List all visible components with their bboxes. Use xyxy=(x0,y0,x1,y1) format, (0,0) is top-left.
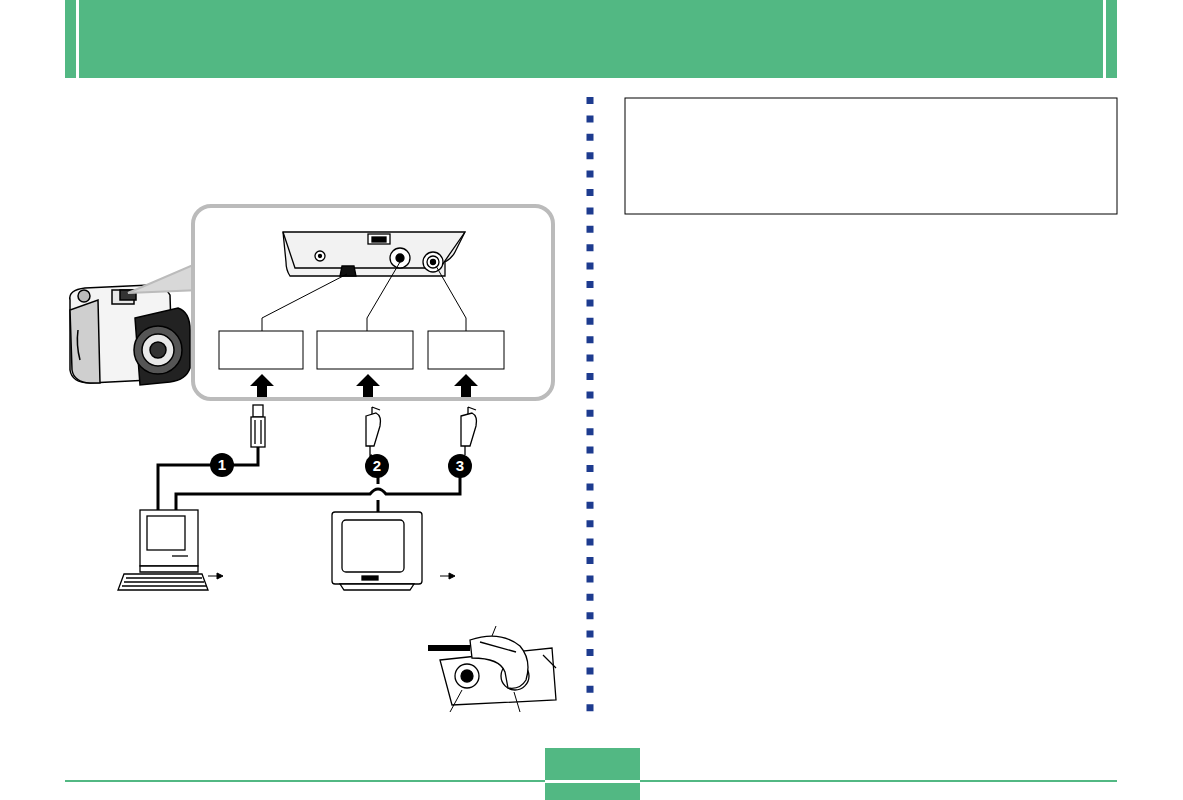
computer-illustration-part xyxy=(140,510,198,566)
port-plate-part xyxy=(427,256,439,268)
cable-plugs-part xyxy=(253,405,263,417)
jack-closeup-part xyxy=(543,655,556,668)
cable-plugs-part xyxy=(251,417,265,447)
port-plate-part xyxy=(315,251,325,261)
callout-circles-part xyxy=(210,453,234,477)
zoom-pointer xyxy=(128,262,200,293)
cables-part xyxy=(377,500,380,512)
camera-illustration-part xyxy=(134,326,182,374)
tv-illustration-part xyxy=(342,520,404,572)
computer-illustration-part xyxy=(172,555,188,556)
port-plate-part xyxy=(372,237,386,242)
page-ref-arrows-part xyxy=(217,573,223,579)
footer xyxy=(65,748,1117,800)
port-plate-part xyxy=(340,266,356,276)
cable-plugs-part xyxy=(461,413,477,446)
camera-illustration-part xyxy=(77,330,80,360)
jack-closeup-part xyxy=(461,670,473,682)
callout-circles-part xyxy=(365,454,389,478)
closeup-leader-lines-part xyxy=(450,690,462,712)
jack-closeup xyxy=(428,636,556,705)
camera-illustration-part xyxy=(142,334,174,366)
port-plate-part xyxy=(368,234,390,244)
port-boxes-part xyxy=(428,331,504,369)
cables-part xyxy=(158,447,258,512)
cables xyxy=(158,447,460,512)
port-boxes-part xyxy=(317,331,413,369)
zoom-panel xyxy=(193,206,553,399)
computer-illustration-part xyxy=(118,574,208,590)
tv-illustration-part xyxy=(340,584,414,590)
header-bar-part xyxy=(76,0,79,78)
camera-illustration xyxy=(70,285,190,385)
port-leader-lines-part xyxy=(436,266,466,331)
port-plate-part xyxy=(319,255,322,258)
cables-part xyxy=(176,455,460,512)
cable-plugs xyxy=(251,405,477,455)
header-bar-part xyxy=(1103,0,1106,78)
cable-plugs-part xyxy=(260,420,261,444)
footer-part xyxy=(545,780,640,783)
port-plate-part xyxy=(431,260,436,265)
computer-illustration-part xyxy=(126,577,202,578)
cable-plugs-part xyxy=(464,446,465,455)
insert-arrows-part xyxy=(454,374,478,397)
jack-closeup-part xyxy=(480,642,516,652)
computer-illustration xyxy=(118,510,208,590)
port-leader-lines-part xyxy=(262,274,347,331)
callout-circles-part xyxy=(448,454,472,478)
insert-arrows-part xyxy=(250,374,274,397)
header-bar xyxy=(65,0,1117,78)
port-boxes xyxy=(219,331,504,369)
camera-illustration-part xyxy=(70,300,100,383)
insert-arrows xyxy=(250,374,478,397)
closeup-leader-lines-part xyxy=(514,692,520,712)
note-box xyxy=(625,98,1117,214)
dotted-divider xyxy=(587,97,594,720)
jack-closeup-part xyxy=(428,645,470,651)
jack-closeup-part xyxy=(470,636,528,688)
page-ref-arrows-part xyxy=(449,573,455,579)
camera-illustration-part xyxy=(78,290,90,302)
callout-number: 3 xyxy=(449,455,471,477)
callout-number: 1 xyxy=(211,454,233,476)
camera-illustration-part xyxy=(150,342,166,358)
tv-illustration-part xyxy=(362,576,378,580)
port-plate-part xyxy=(396,254,404,262)
camera-illustration-part xyxy=(135,308,190,385)
port-boxes-part xyxy=(219,331,303,369)
computer-illustration-part xyxy=(124,581,204,582)
footer-part xyxy=(545,748,640,800)
cable-plugs-part xyxy=(254,420,255,444)
port-leader-lines-part xyxy=(367,262,400,331)
port-plate-part xyxy=(423,252,443,272)
computer-illustration-part xyxy=(147,516,185,550)
computer-illustration-part xyxy=(140,566,198,572)
tv-illustration-part xyxy=(332,512,422,584)
callout-number: 2 xyxy=(366,455,388,477)
closeup-leader-lines xyxy=(450,626,520,712)
insert-arrows-part xyxy=(356,374,380,397)
port-leader-lines xyxy=(262,262,466,331)
jack-closeup-part xyxy=(455,664,479,688)
computer-illustration-part xyxy=(122,585,206,586)
page-ref-arrows xyxy=(208,573,455,579)
footer-part xyxy=(65,780,1117,782)
tv-illustration xyxy=(332,512,422,590)
closeup-leader-lines-part xyxy=(492,626,496,636)
header-bar-part xyxy=(65,0,1117,78)
cable-plugs-part xyxy=(366,413,381,446)
port-plate-part xyxy=(390,248,410,268)
callout-circles xyxy=(210,453,472,478)
cable-plugs-part xyxy=(369,446,370,455)
